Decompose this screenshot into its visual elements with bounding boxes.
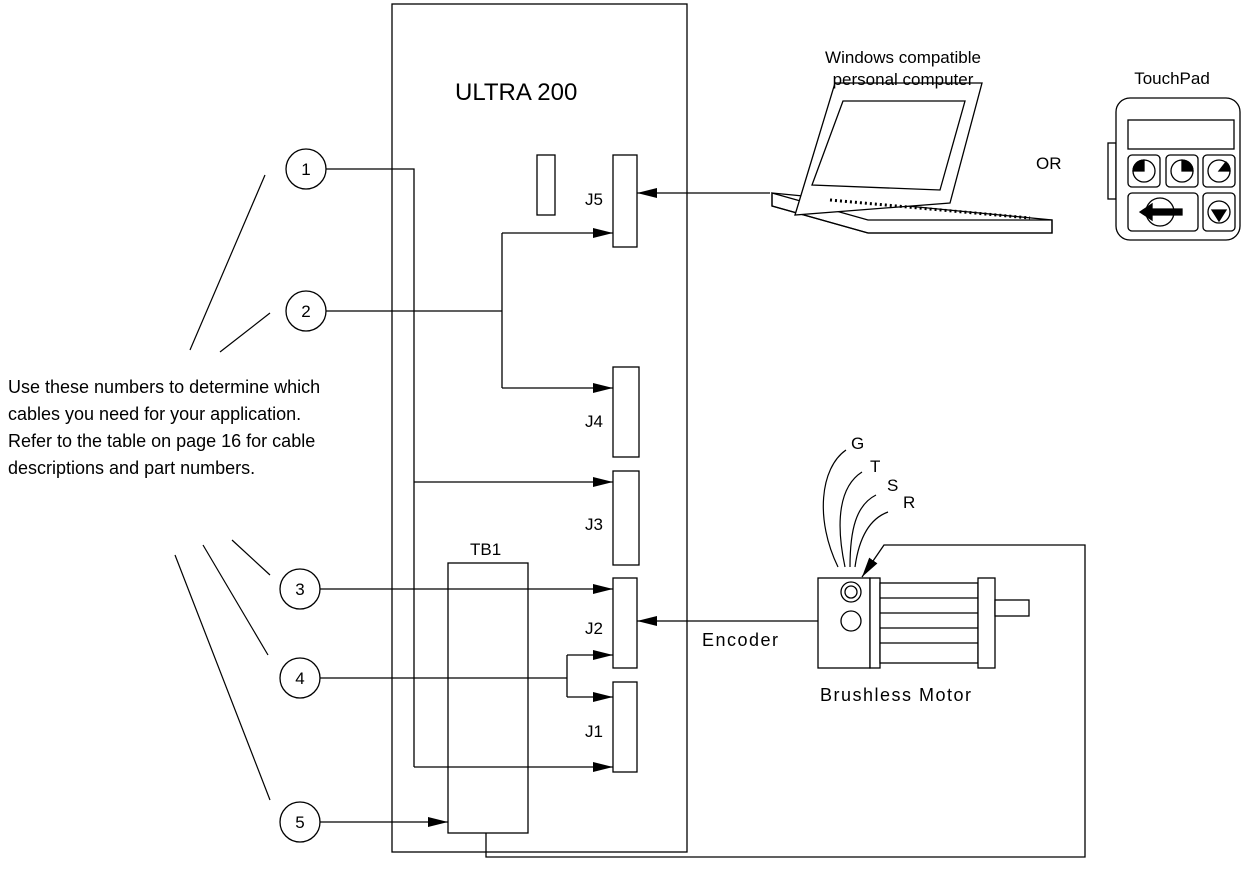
pc-label-line2: personal computer — [833, 70, 974, 89]
callout-5-number: 5 — [295, 813, 304, 832]
callout-3-number: 3 — [295, 580, 304, 599]
connector-j3 — [612, 470, 640, 566]
phase-label-r: R — [903, 493, 915, 512]
connector-j5-label: J5 — [585, 190, 603, 209]
connector-j5 — [612, 154, 638, 248]
touchpad-icon — [1107, 97, 1241, 241]
pc-label-line1: Windows compatible — [825, 48, 981, 67]
motor-power-cable — [485, 544, 1086, 858]
wiring — [320, 168, 1086, 858]
connector-j1 — [612, 681, 638, 773]
callout-2-number: 2 — [301, 302, 310, 321]
connector-j1-label: J1 — [585, 722, 603, 741]
connector-j3-label: J3 — [585, 515, 603, 534]
callout-1: 1 — [285, 148, 327, 190]
connector-j4 — [612, 366, 640, 458]
encoder-label: Encoder — [702, 630, 780, 650]
brushless-motor-icon — [817, 577, 1030, 669]
phase-label-s: S — [887, 476, 898, 495]
phase-label-t: T — [870, 457, 880, 476]
laptop-computer-icon — [771, 82, 1053, 234]
connector-j4-label: J4 — [585, 412, 603, 431]
callout-4: 4 — [279, 657, 321, 699]
terminal-block-tb1 — [447, 562, 529, 834]
terminal-block-tb1-label: TB1 — [470, 540, 501, 559]
or-label: OR — [1036, 154, 1062, 173]
touchpad-label: TouchPad — [1134, 69, 1210, 88]
ultra-200-drive-box — [391, 3, 688, 853]
small-component — [536, 154, 556, 216]
callout-4-number: 4 — [295, 669, 304, 688]
callout-1-number: 1 — [301, 160, 310, 179]
connector-j2-label: J2 — [585, 619, 603, 638]
motor-label: Brushless Motor — [820, 685, 973, 705]
drive-title: ULTRA 200 — [455, 79, 577, 106]
cable-note: Use these numbers to determine which cab… — [8, 377, 321, 478]
callout-3: 3 — [279, 568, 321, 610]
motor-phase-wires — [822, 449, 889, 568]
connector-j2 — [612, 577, 638, 669]
callout-2: 2 — [285, 290, 327, 332]
phase-label-g: G — [851, 434, 864, 453]
callout-5: 5 — [279, 801, 321, 843]
callout-pointer-lines — [174, 174, 271, 801]
cable-1-wire — [326, 168, 415, 767]
